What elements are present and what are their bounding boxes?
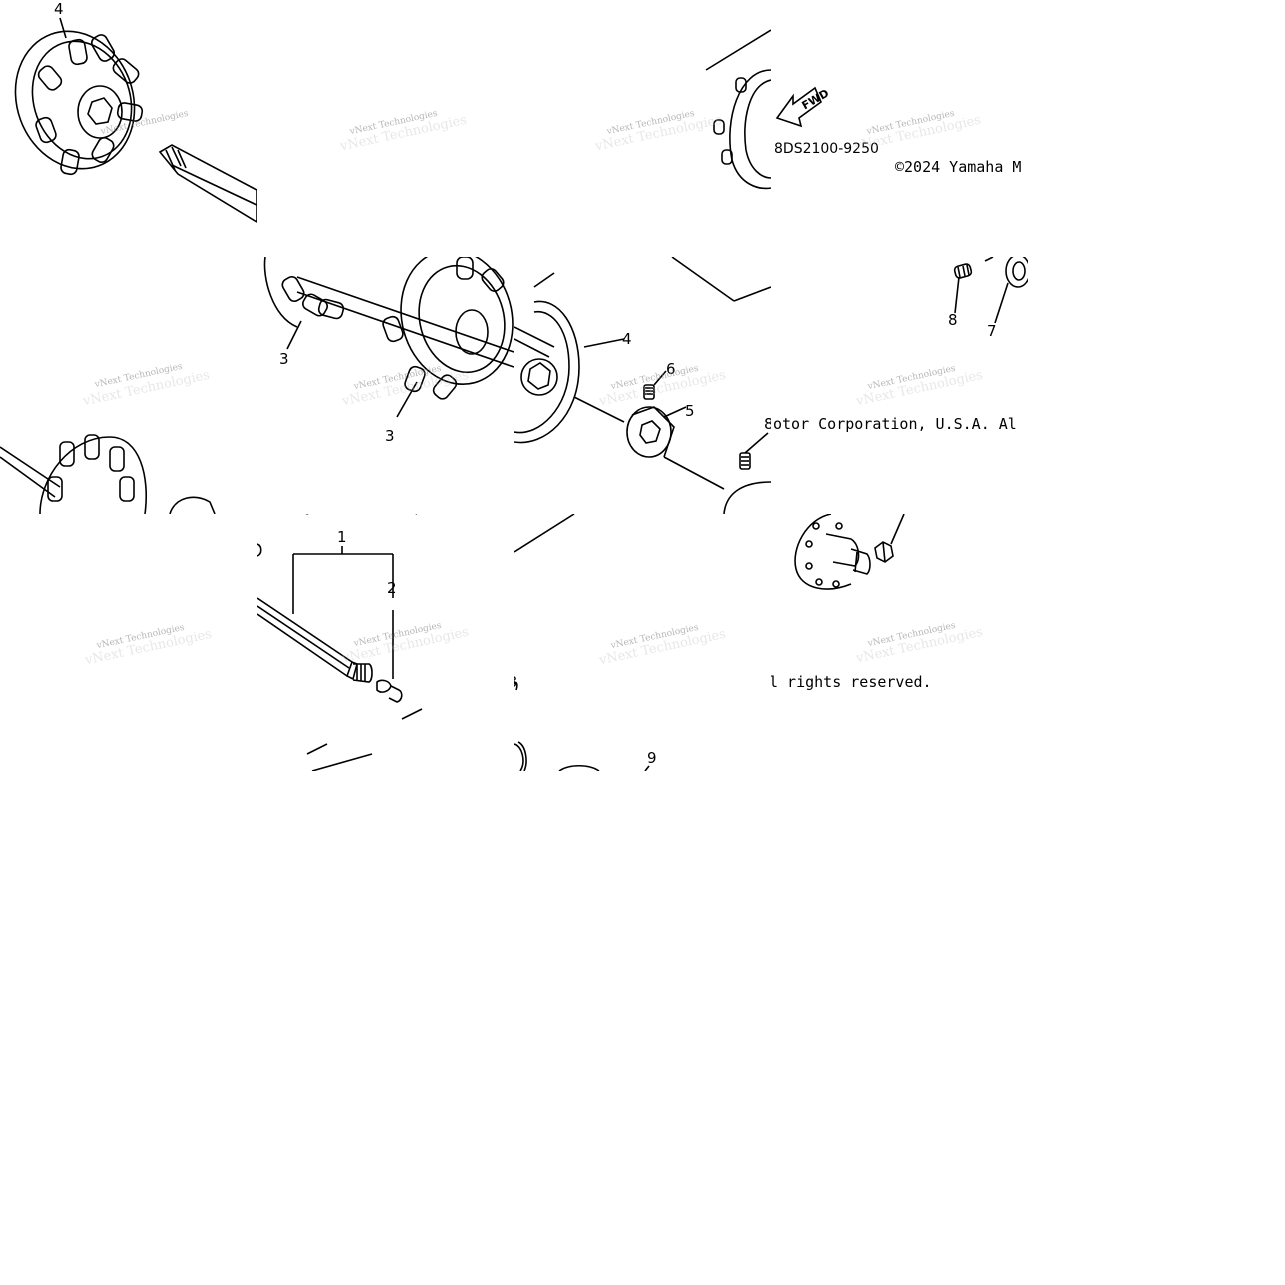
copyright-line-1: ©2024 Yamaha M xyxy=(895,158,1022,176)
callout-2: 2 xyxy=(387,579,397,597)
diagram-tile-r1c1: 4 vNext Technologies xyxy=(0,0,257,257)
diagram-tile-r2c3: 4 6 5 8 vNext Technologies vNext Technol… xyxy=(514,257,771,514)
shaft-drawing xyxy=(257,514,423,771)
part-code: 8DS2100-9250 xyxy=(774,141,879,157)
diagram-tile-r2c2: 3 3 vNext Technologies vNext Technologie… xyxy=(257,257,514,514)
bearing-drawing xyxy=(953,257,1028,324)
callout-6: 6 xyxy=(666,360,676,378)
callout-8: 8 xyxy=(948,311,958,329)
callout-9: 9 xyxy=(647,749,657,767)
copyright-line-3: l rights reserved. xyxy=(771,673,932,691)
copyright-line-2: otor Corporation, U.S.A. Al xyxy=(773,415,1017,433)
sprockets-drawing xyxy=(263,257,514,418)
diagram-tile-r2c4: 8 7 otor Corporation, U.S.A. Al vNext Te… xyxy=(771,257,1028,514)
partial-callout: 8 xyxy=(514,675,517,690)
diagram-tile-r3c3: 8 9 vNext Technologies vNext Technologie… xyxy=(514,514,771,771)
callout-3: 3 xyxy=(385,427,395,445)
sprocket-partial xyxy=(0,434,216,514)
wheel-collar-drawing xyxy=(514,257,771,514)
diagram-tile-r2c1: vNext Technologies vNext Technologies xyxy=(0,257,257,514)
callout-1: 1 xyxy=(337,528,347,546)
diagram-tile-r1c4: FWD 8DS2100-9250 ©2024 Yamaha M vNext Te… xyxy=(771,0,1028,257)
callout-8: 8 xyxy=(764,415,771,433)
housing-drawing xyxy=(705,29,771,190)
callout-4: 4 xyxy=(54,0,64,18)
outline-drawing xyxy=(514,514,650,771)
diagram-tile-r3c1: vNext Technologies vNext Technologies xyxy=(0,514,257,771)
callout-7: 7 xyxy=(987,322,997,340)
callout-5: 5 xyxy=(685,402,695,420)
diagram-tile-r3c4: l rights reserved. vNext Technologies vN… xyxy=(771,514,1028,771)
diagram-tile-r3c2: 1 2 vNext Technologies vNext Technologie… xyxy=(257,514,514,771)
fwd-arrow xyxy=(775,86,822,128)
hub-drawing xyxy=(794,514,905,590)
diagram-tile-r1c3: vNext Technologies vNext Technologies xyxy=(514,0,771,257)
diagram-tile-r1c2: vNext Technologies vNext Technologies xyxy=(257,0,514,257)
sprocket-drawing xyxy=(14,17,257,223)
callout-3: 3 xyxy=(279,350,289,368)
callout-4: 4 xyxy=(622,330,632,348)
